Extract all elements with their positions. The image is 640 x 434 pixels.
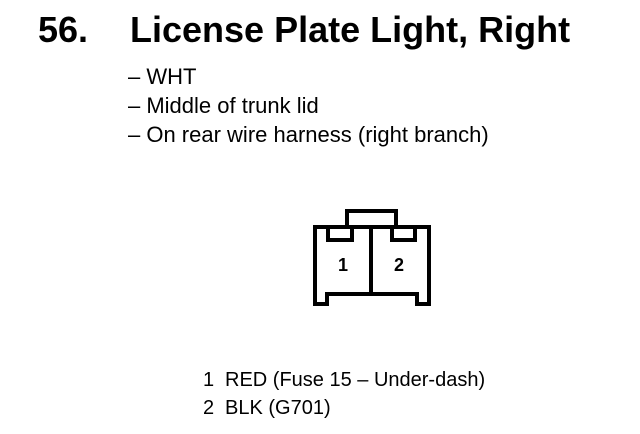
terminal-2-label: 2 [394, 255, 404, 275]
pinout-list: 1 RED (Fuse 15 – Under-dash) 2 BLK (G701) [203, 366, 485, 422]
detail-color: – WHT [128, 64, 197, 89]
component-heading: 56. License Plate Light, Right [38, 8, 570, 52]
detail-location: – Middle of trunk lid [128, 93, 319, 118]
pinout-row: 1 RED (Fuse 15 – Under-dash) [203, 366, 485, 394]
pin-wire: BLK (G701) [225, 397, 331, 419]
pin-number: 1 [203, 369, 215, 391]
pin-number: 2 [203, 397, 215, 419]
detail-harness: – On rear wire harness (right branch) [128, 122, 489, 147]
terminal-1-label: 1 [338, 255, 348, 275]
component-name: License Plate Light, Right [130, 9, 571, 50]
connector-housing-outline [313, 209, 431, 306]
connector-inner-wall [326, 225, 417, 242]
pin-wire: RED (Fuse 15 – Under-dash) [225, 369, 486, 391]
component-details: – WHT – Middle of trunk lid – On rear wi… [128, 62, 489, 149]
pinout-row: 2 BLK (G701) [203, 394, 485, 422]
component-number: 56. [38, 9, 89, 50]
